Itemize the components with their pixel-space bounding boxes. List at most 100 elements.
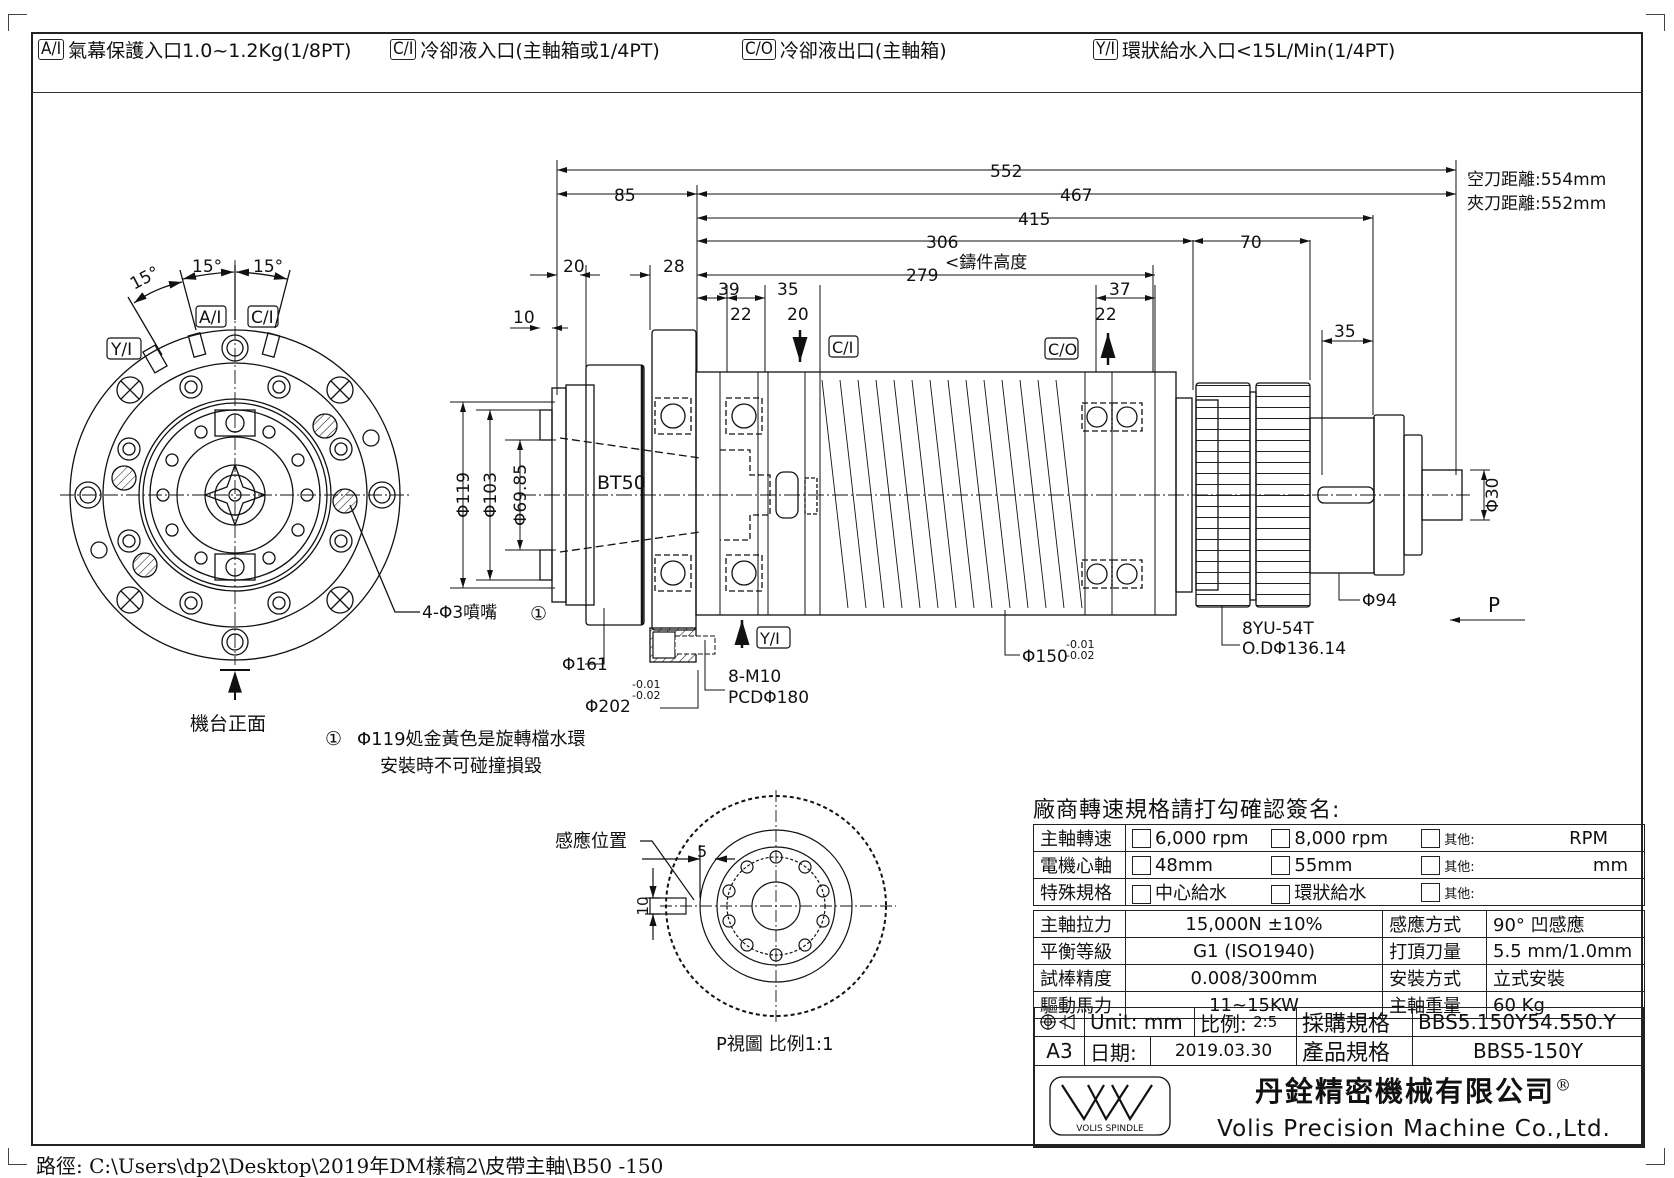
casting-height-note: <鑄件高度 (945, 253, 1027, 273)
nozzle-label: 4-Φ3噴嘴 (422, 603, 497, 623)
dim-85: 85 (614, 186, 636, 206)
row-label: 特殊規格 (1033, 878, 1126, 906)
gear-od: O.DΦ136.14 (1242, 639, 1346, 659)
option-label: 中心給水 (1154, 883, 1227, 904)
product-spec-label: 產品規格 (1297, 1037, 1413, 1066)
row-label: 電機心軸 (1033, 851, 1126, 879)
p-view-bolt-holes (722, 850, 830, 962)
param-label: 打頂刀量 (1382, 937, 1488, 965)
checkbox-48mm[interactable] (1131, 856, 1151, 875)
dim-22-port: 22 (1095, 305, 1117, 325)
param-value: 立式安裝 (1486, 964, 1645, 992)
scale-value: 2:5 (1253, 1013, 1278, 1031)
view-p-arrow-label: P (1488, 593, 1500, 617)
mount-holes (74, 334, 396, 656)
checkbox-55mm[interactable] (1271, 856, 1291, 875)
param-value: 5.5 mm/1.0mm (1486, 937, 1645, 965)
dim-306: 306 (926, 233, 958, 253)
corner-mark-top-left (8, 14, 27, 31)
pcd-spec: PCDΦ180 (728, 688, 809, 708)
file-path: 路徑: C:\Users\dp2\Desktop\2019年DM樣稿2\皮帶主軸… (36, 1154, 664, 1178)
dim-10-pview: 10 (634, 896, 652, 915)
port-tag: Y/I (1093, 39, 1119, 60)
sensor-position-label: 感應位置 (555, 830, 627, 852)
corner-mark-bottom-left (8, 1148, 27, 1165)
dim-279: 279 (906, 266, 938, 286)
dim-30: Φ30 (1483, 477, 1503, 512)
table-row: 特殊規格 中心給水 環狀給水 其他: (1033, 878, 1646, 906)
option-label: 48mm (1154, 854, 1213, 876)
company-row: VOLIS SPINDLE 丹銓精密機械有限公司® Volis Precisio… (1035, 1066, 1643, 1146)
port-tag-co-side: C/O (1048, 340, 1077, 359)
table-row: 主軸轉速 6,000 rpm 8,000 rpm 其他:RPM (1033, 824, 1646, 852)
checkbox-other-rpm[interactable] (1421, 829, 1441, 848)
port-tag: C/O (742, 39, 776, 60)
table-row: 電機心軸 48mm 55mm 其他: mm (1033, 851, 1646, 879)
registered-mark: ® (1555, 1075, 1573, 1095)
param-value: 11~15KW (1124, 991, 1384, 1019)
other-label: 其他: (1444, 859, 1475, 875)
first-angle-projection-icon (1040, 1014, 1075, 1030)
dim-161: Φ161 (562, 655, 608, 675)
option-label: 環狀給水 (1294, 883, 1367, 904)
side-view (520, 329, 1470, 631)
dim-5: 5 (697, 842, 707, 861)
dim-150-tol-lower: -0.02 (1066, 649, 1094, 662)
company-logo: VOLIS SPINDLE (1035, 1066, 1185, 1146)
header-separator (31, 92, 1643, 93)
spec-sheet-title: 廠商轉速規格請打勾確認簽名: (1033, 798, 1341, 823)
param-label: 安裝方式 (1382, 964, 1488, 992)
inner-bolt-holes (156, 425, 314, 565)
unit-label: mm (1592, 854, 1628, 876)
front-port-tags: Y/I A/I C/I (106, 305, 279, 360)
dim-35: 35 (777, 280, 799, 300)
checkbox-8000rpm[interactable] (1271, 829, 1291, 848)
checkbox-other-special[interactable] (1421, 883, 1441, 902)
dim-70: 70 (1240, 233, 1262, 253)
purchase-spec-value: BBS5.150Y54.550.Y (1418, 1010, 1616, 1034)
company-name-cn: 丹銓精密機械有限公司 (1254, 1075, 1555, 1108)
date-value: 2019.03.30 (1151, 1037, 1297, 1065)
checkbox-other-shaft[interactable] (1421, 856, 1441, 875)
company-name-en: Volis Precision Machine Co.,Ltd. (1217, 1116, 1611, 1142)
corner-mark-top-right (1646, 14, 1665, 31)
checkbox-6000rpm[interactable] (1131, 829, 1151, 848)
param-value: 15,000N ±10% (1124, 910, 1384, 938)
dim-35-rear: 35 (1334, 322, 1356, 342)
dim-202-tol-lower: -0.02 (632, 689, 660, 702)
checkbox-center-water[interactable] (1131, 884, 1151, 904)
machine-front-label: 機台正面 (190, 713, 266, 735)
drawing-frame (31, 32, 1643, 1146)
option-label: 6,000 rpm (1154, 827, 1249, 849)
row-label: 主軸轉速 (1033, 824, 1126, 852)
nozzles (111, 413, 358, 578)
dim-69-85: Φ69.85 (511, 464, 531, 526)
checkbox-ring-water[interactable] (1271, 884, 1291, 904)
port-tag-ci-side: C/I (832, 338, 853, 357)
option-label: 55mm (1294, 854, 1353, 876)
body-grooves (719, 372, 1156, 615)
legend-text: 冷卻液出口(主軸箱) (779, 40, 947, 62)
bearings (654, 397, 1143, 592)
dimension-lines (450, 160, 1525, 709)
dim-202: Φ202 (585, 697, 631, 717)
note-marker: ① (325, 728, 342, 750)
legend-text: 冷卻液入口(主軸箱或1/4PT) (420, 40, 660, 62)
dim-467: 467 (1060, 186, 1092, 206)
corner-mark-bottom-right (1646, 1148, 1665, 1165)
bolt-spec: 8-M10 (728, 667, 781, 687)
dim-415: 415 (1018, 210, 1050, 230)
p-view (640, 790, 896, 1025)
note-line-1: Φ119処金黃色是旋轉檔水環 (357, 729, 586, 750)
note-line-2: 安裝時不可碰撞損毀 (380, 756, 542, 777)
scale-label: 比例: (1200, 1011, 1247, 1036)
title-row-2: A3 日期: 2019.03.30 產品規格 BBS5-150Y (1035, 1037, 1643, 1066)
taper-label: BT50 (597, 472, 646, 494)
